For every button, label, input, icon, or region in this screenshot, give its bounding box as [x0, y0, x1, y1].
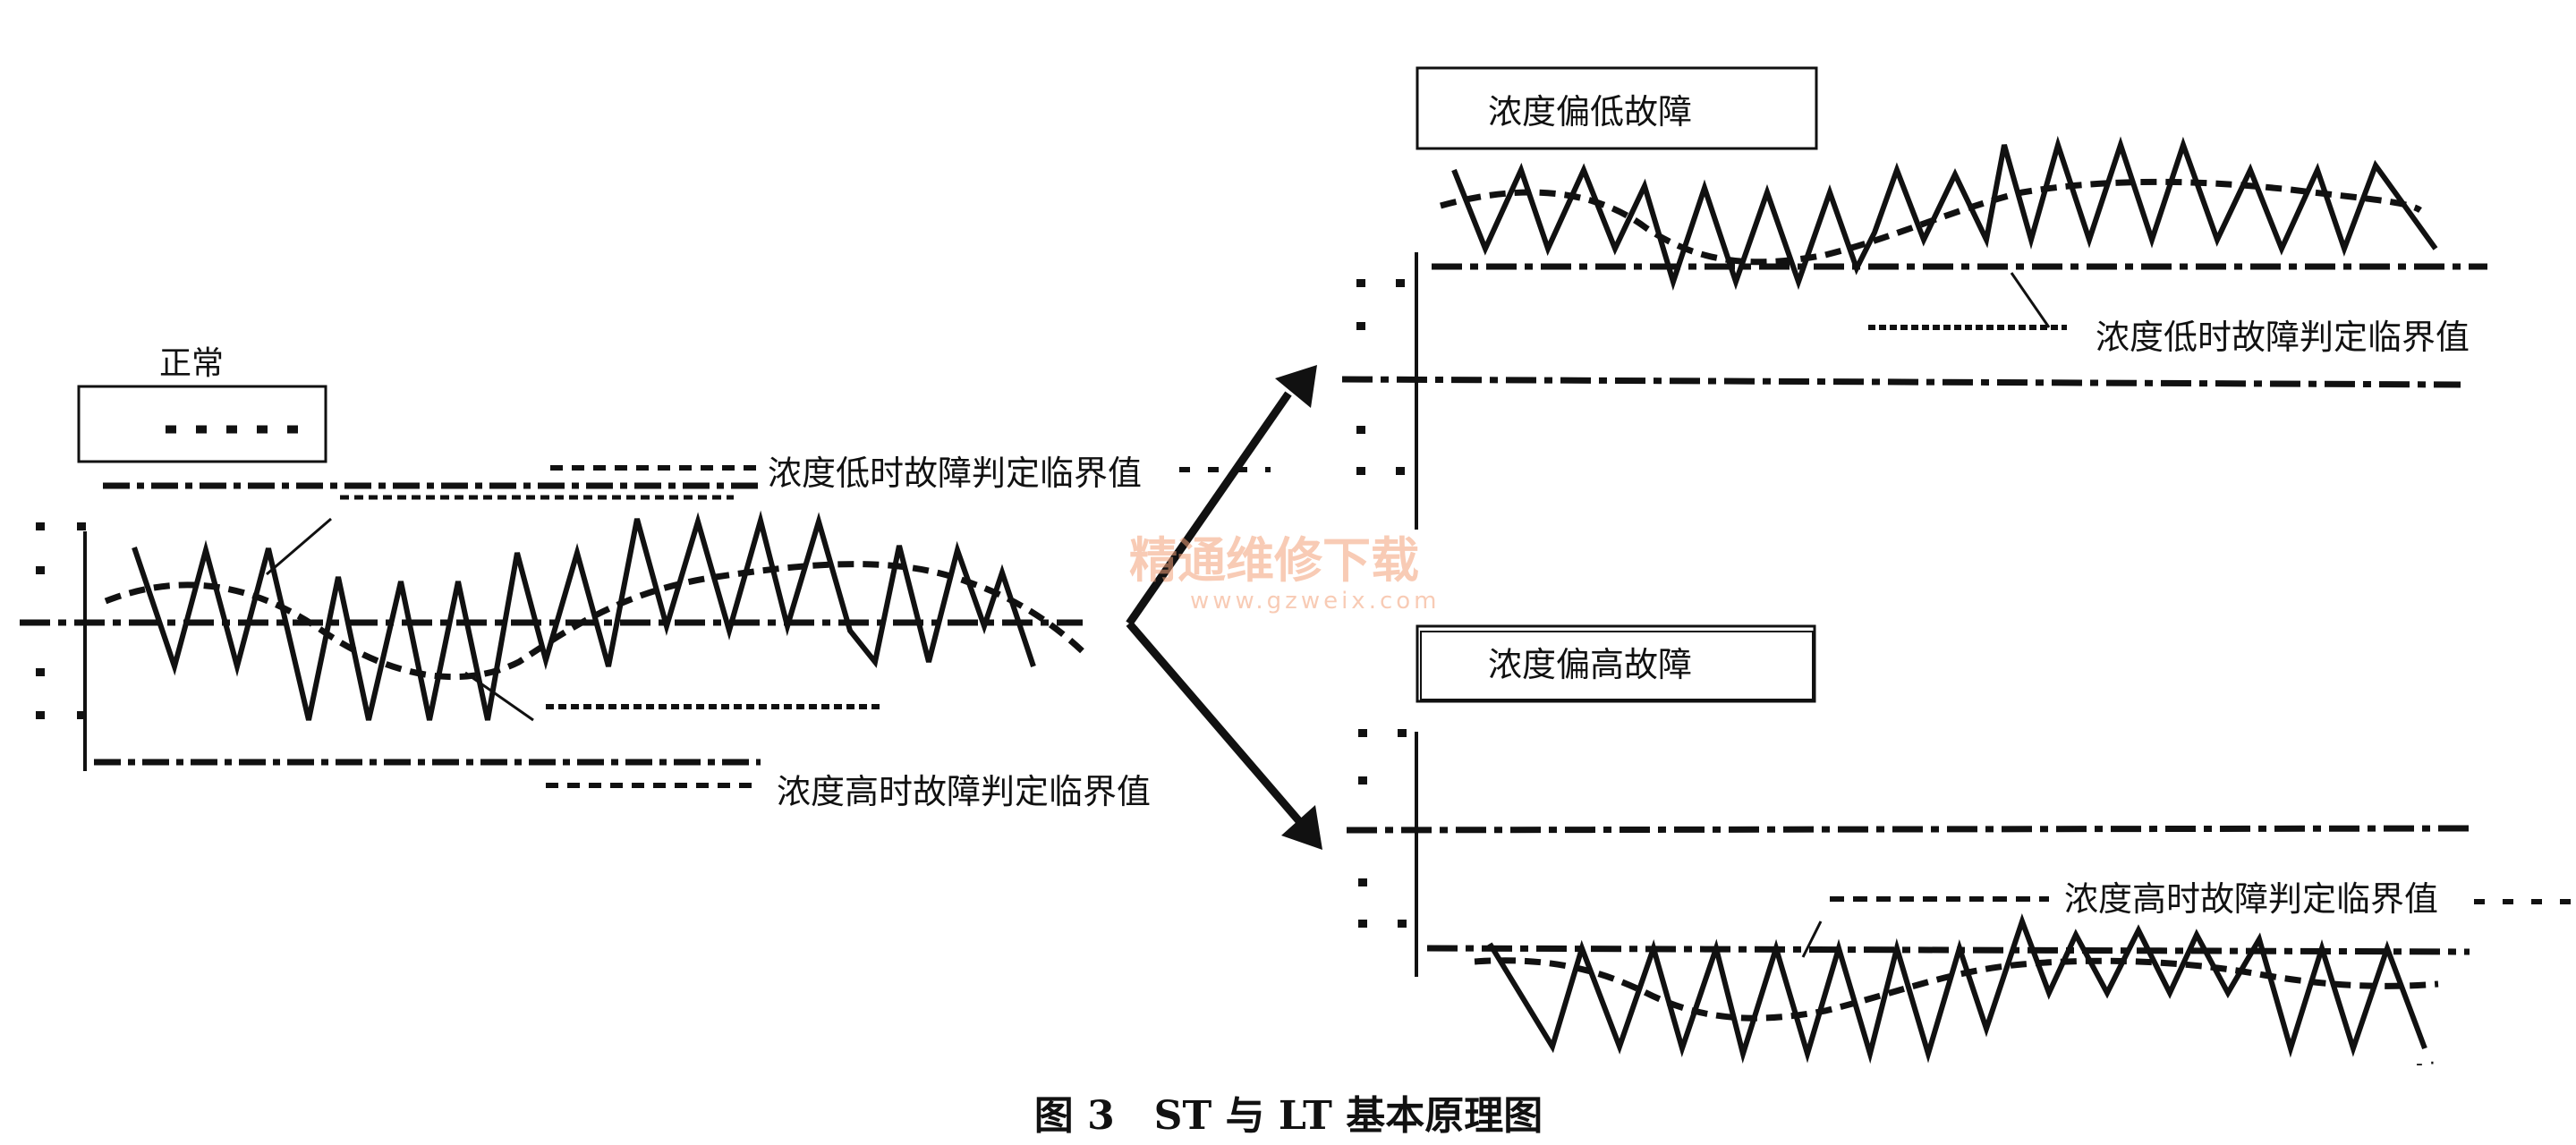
- normal-high-threshold-label: 浓度高时故障判定临界值: [777, 772, 1151, 811]
- transition-arrows: [1126, 365, 1322, 850]
- high-fault-title-box-shadow: [1420, 631, 1814, 700]
- arrow-up-right-icon: [1275, 365, 1317, 408]
- low-fault-zigzag-signal: [1451, 135, 2438, 291]
- high-fault-center-line: [1346, 825, 2470, 834]
- normal-axis-ticks: [36, 522, 86, 719]
- high-fault-title: 浓度偏高故障: [1488, 645, 1692, 684]
- watermark-line1: 精通维修下载: [1129, 532, 1419, 589]
- high-fault-leader: [1801, 920, 1823, 958]
- high-fault-high-threshold-label: 浓度高时故障判定临界值: [2064, 879, 2438, 919]
- high-fault-title-box: [1416, 624, 1816, 703]
- high-fault-panel: 浓度偏高故障 浓度高时故障判定临界值 - ·: [1346, 624, 2576, 1075]
- normal-panel: 正常 浓度低时故障判定临界值 浓度高时故障判定临界值: [20, 345, 1271, 811]
- low-fault-panel: 浓度偏低故障 浓度低时故障判定临界值: [1341, 66, 2487, 530]
- watermark-line2: www.gzweix.com: [1190, 588, 1441, 615]
- low-fault-axis-ticks: [1356, 279, 1405, 475]
- arrow-down-right-shaft: [1126, 621, 1303, 824]
- arrow-down-right-icon: [1281, 805, 1322, 850]
- figure-caption: 图 3 ST 与 LT 基本原理图: [1034, 1093, 1543, 1139]
- normal-low-threshold-label: 浓度低时故障判定临界值: [768, 454, 1142, 493]
- high-fault-zigzag-signal: [1487, 913, 2427, 1064]
- high-fault-trend-curve: [1474, 957, 2439, 1022]
- normal-zigzag-signal: [132, 510, 1036, 721]
- low-fault-title-box: [1416, 66, 1818, 150]
- arrow-up-right-shaft: [1126, 391, 1292, 626]
- low-fault-center-line: [1341, 376, 2461, 388]
- high-fault-corner-marks: - ·: [2416, 1053, 2436, 1075]
- normal-legend-box: [77, 385, 327, 463]
- high-fault-axis-ticks: [1358, 729, 1407, 928]
- high-fault-high-threshold-line: [1426, 945, 2470, 955]
- low-fault-low-threshold-label: 浓度低时故障判定临界值: [2096, 318, 2470, 357]
- normal-title: 正常: [159, 345, 224, 382]
- normal-trend-curve: [104, 561, 1087, 681]
- watermark: 精通维修下载 www.gzweix.com: [1129, 532, 1441, 615]
- normal-leader-lower: [464, 671, 534, 722]
- normal-leader-upper: [266, 517, 332, 576]
- low-fault-leader: [2010, 272, 2051, 328]
- low-fault-trend-curve: [1440, 178, 2422, 266]
- low-fault-title: 浓度偏低故障: [1488, 92, 1692, 131]
